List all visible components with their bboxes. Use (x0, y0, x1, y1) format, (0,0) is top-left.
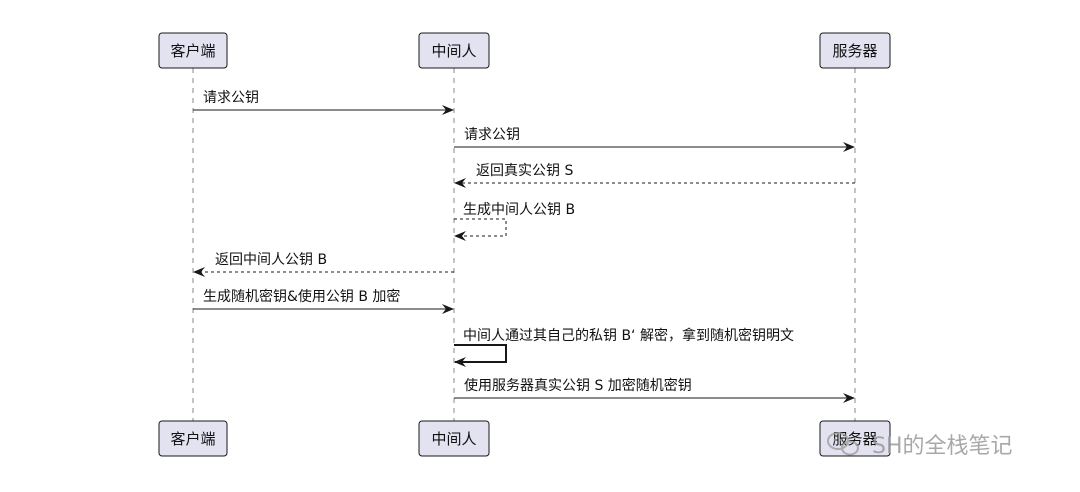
message-label: 中间人通过其自己的私钥 B‘ 解密，拿到随机密钥明文 (463, 327, 794, 344)
participant-client-bottom: 客户端 (158, 420, 228, 457)
message-label: 请求公钥 (464, 127, 520, 143)
participant-label: 客户端 (170, 42, 215, 60)
participant-label: 服务器 (832, 42, 877, 60)
message-label: 请求公钥 (203, 90, 259, 106)
participant-label: 中间人 (431, 430, 476, 448)
message-arrow (454, 218, 507, 241)
message-3: 返回真实公钥 S (454, 163, 855, 188)
message-8: 使用服务器真实公钥 S 加密随机密钥 (454, 377, 855, 403)
participant-label: 中间人 (431, 42, 476, 60)
participant-server-top: 服务器 (819, 32, 891, 69)
message-4: 生成中间人公钥 B (454, 202, 575, 241)
watermark: SH的全栈笔记 (827, 432, 1013, 459)
participant-label: 客户端 (170, 430, 215, 448)
watermark-text: SH的全栈笔记 (872, 434, 1013, 459)
message-5: 返回中间人公钥 B (193, 252, 454, 277)
wechat-icon (827, 432, 859, 456)
message-label: 使用服务器真实公钥 S 加密随机密钥 (464, 377, 692, 394)
message-1: 请求公钥 (193, 90, 454, 115)
message-label: 生成随机密钥&使用公钥 B 加密 (203, 288, 400, 305)
message-label: 返回中间人公钥 B (215, 252, 327, 268)
message-7: 中间人通过其自己的私钥 B‘ 解密，拿到随机密钥明文 (454, 327, 794, 367)
participant-mitm-top: 中间人 (418, 32, 490, 69)
message-arrow (454, 344, 507, 367)
participant-client-top: 客户端 (158, 32, 228, 69)
message-6: 生成随机密钥&使用公钥 B 加密 (193, 288, 454, 314)
message-label: 返回真实公钥 S (476, 163, 573, 179)
message-label: 生成中间人公钥 B (463, 202, 575, 218)
message-2: 请求公钥 (454, 127, 855, 152)
participant-mitm-bottom: 中间人 (418, 420, 490, 457)
